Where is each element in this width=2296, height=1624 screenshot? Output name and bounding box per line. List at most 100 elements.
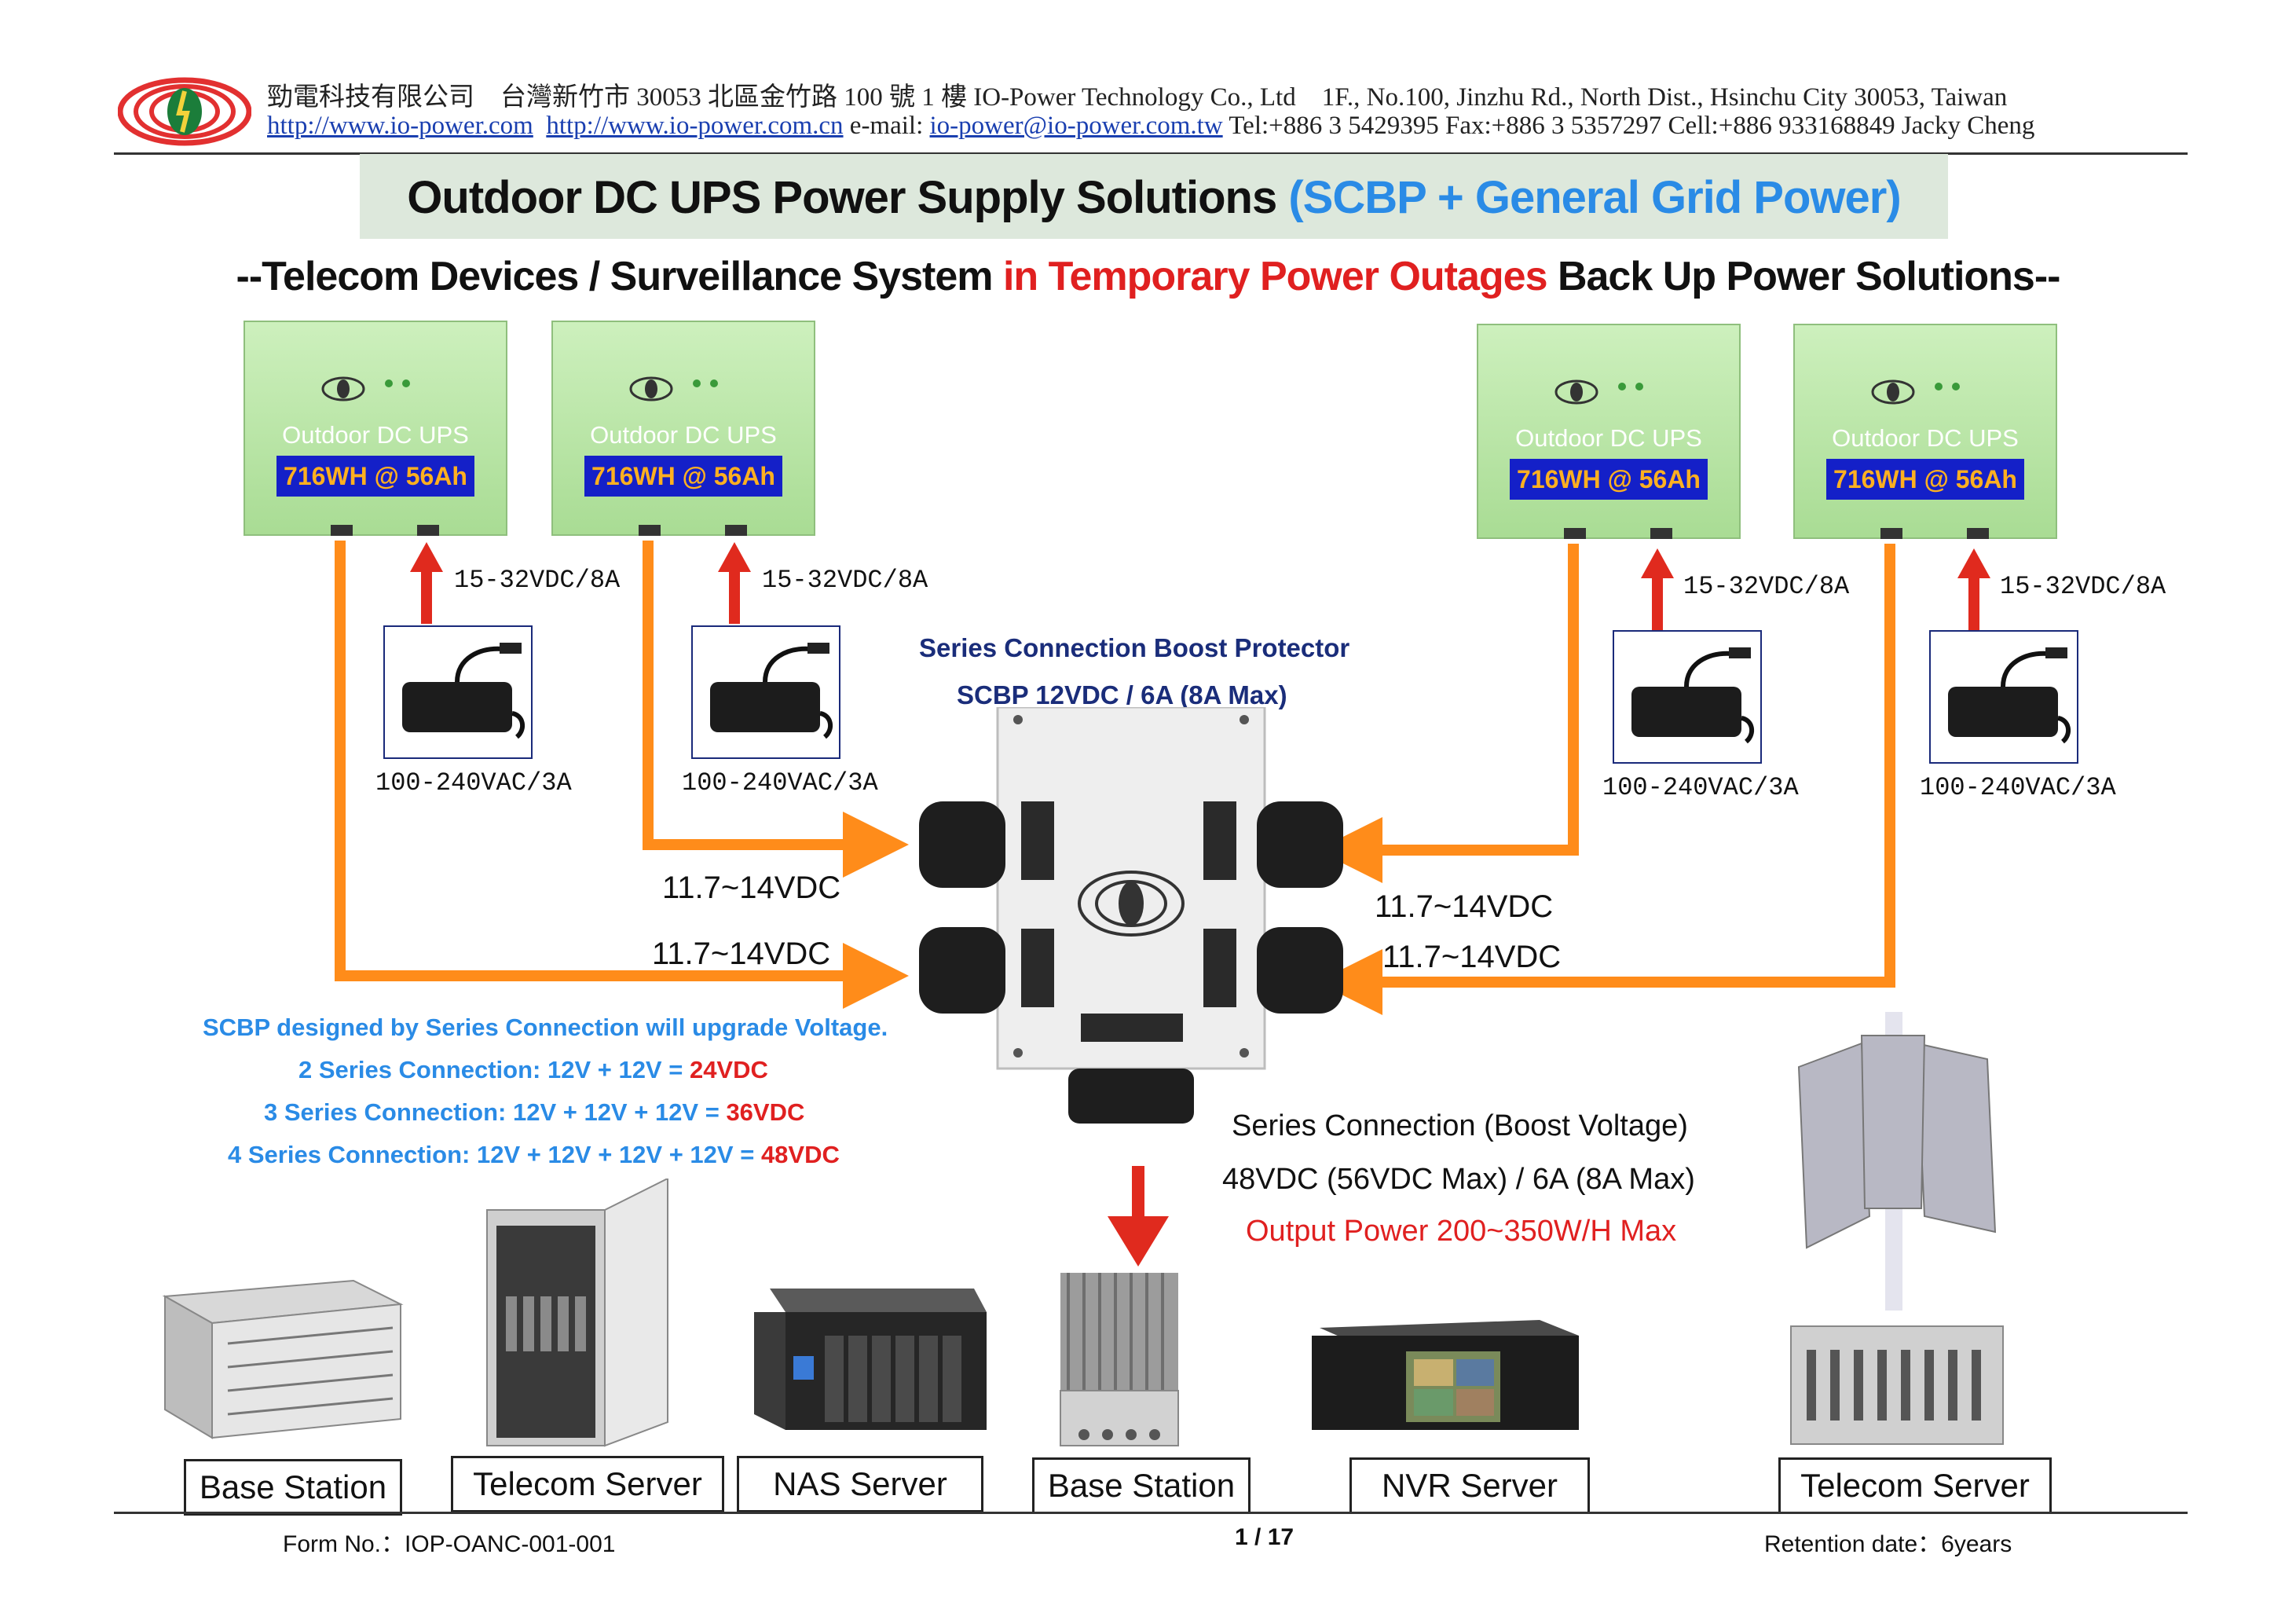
- page-title: Outdoor DC UPS Power Supply Solutions (S…: [360, 171, 1948, 224]
- ups-logo-icon: [321, 376, 410, 401]
- ups-label: Outdoor DC UPS: [590, 421, 777, 449]
- ups-label: Outdoor DC UPS: [1515, 424, 1702, 452]
- power-adapter-icon: [710, 643, 833, 739]
- scbp-name: Series Connection Boost Protector: [919, 633, 1350, 662]
- device-label-telecom-server-2: Telecom Server: [1778, 1457, 2052, 1514]
- ups-label: Outdoor DC UPS: [282, 421, 469, 449]
- output-info-line-3: Output Power 200~350W/H Max: [1246, 1215, 1677, 1248]
- page-subtitle: --Telecom Devices / Surveillance System …: [0, 253, 2296, 300]
- ups-input-port: [417, 525, 439, 536]
- ups-input-port: [1967, 528, 1989, 539]
- ups-capacity: 716WH @ 56Ah: [1826, 459, 2024, 500]
- outdoor-base-station-image: [1060, 1273, 1179, 1446]
- ups-output-port: [1564, 528, 1586, 539]
- series-result: 48VDC: [760, 1141, 840, 1168]
- device-label-base-station-1: Base Station: [184, 1459, 402, 1516]
- wire-ups3: [1316, 544, 1579, 883]
- series-info-line-2: 2 Series Connection: 12V + 12V = 24VDC: [298, 1056, 768, 1084]
- series-info-line-4: 4 Series Connection: 12V + 12V + 12V + 1…: [228, 1141, 840, 1169]
- series-formula: 2 Series Connection: 12V + 12V =: [298, 1056, 683, 1083]
- wire-ups2: [643, 541, 909, 878]
- adapter-input-spec-4: 100-240VAC/3A: [1920, 773, 2116, 802]
- ups-label: Outdoor DC UPS: [1832, 424, 2019, 452]
- base-station-rack-image: [162, 1279, 404, 1439]
- input-voltage-label-1: 11.7~14VDC: [662, 871, 841, 905]
- series-result: 24VDC: [689, 1056, 768, 1083]
- power-adapter-1: [383, 625, 533, 759]
- device-label-base-station-2: Base Station: [1032, 1457, 1251, 1514]
- retention-date: Retention date：6years: [1764, 1531, 2012, 1557]
- nvr-server-image: [1312, 1320, 1579, 1430]
- email-link[interactable]: io-power@io-power.com.tw: [929, 112, 1223, 140]
- wire-ups1: [335, 541, 909, 1009]
- series-formula: 3 Series Connection: 12V + 12V + 12V =: [264, 1098, 720, 1126]
- series-info-line-1: SCBP designed by Series Connection will …: [203, 1014, 888, 1041]
- adapter-input-spec-2: 100-240VAC/3A: [682, 768, 878, 797]
- page-number: 1 / 17: [1235, 1524, 1294, 1550]
- input-voltage-label-4: 11.7~14VDC: [1382, 940, 1562, 974]
- ups-logo-icon: [1871, 379, 1960, 405]
- device-label-telecom-server-1: Telecom Server: [451, 1456, 724, 1512]
- company-name-cn: 勁電科技有限公司: [267, 83, 474, 112]
- adapter-input-spec-1: 100-240VAC/3A: [375, 768, 572, 797]
- wire-ups4: [1316, 544, 1895, 1015]
- footer-divider: [114, 1512, 2188, 1514]
- subtitle-part2: Back Up Power Solutions--: [1557, 254, 2061, 299]
- ups-capacity: 716WH @ 56Ah: [276, 456, 474, 497]
- adapter-input-spec-3: 100-240VAC/3A: [1602, 773, 1799, 802]
- form-number: Form No.：IOP-OANC-001-001: [283, 1531, 616, 1557]
- nas-server-image: [754, 1289, 987, 1430]
- ups-logo-icon: [629, 376, 718, 401]
- power-adapter-3: [1613, 630, 1762, 764]
- power-adapter-icon: [402, 643, 525, 739]
- series-formula: 4 Series Connection: 12V + 12V + 12V + 1…: [228, 1141, 755, 1168]
- scbp-device: [919, 707, 1343, 1124]
- series-info-line-3: 3 Series Connection: 12V + 12V + 12V = 3…: [264, 1098, 804, 1127]
- series-result: 36VDC: [726, 1098, 805, 1126]
- device-label-nvr-server: NVR Server: [1349, 1457, 1590, 1514]
- telecom-tower-image: [1790, 1012, 2004, 1445]
- website-link-cn[interactable]: http://www.io-power.com.cn: [546, 112, 844, 140]
- ups-unit-1: Outdoor DC UPS 716WH @ 56Ah: [244, 321, 507, 536]
- device-label-nas-server: NAS Server: [737, 1456, 983, 1512]
- ups-logo-icon: [1554, 379, 1643, 405]
- ups-input-port: [1650, 528, 1672, 539]
- adapter-output-spec-1: 15-32VDC/8A: [454, 566, 621, 595]
- ups-output-port: [639, 525, 661, 536]
- company-name-en: IO-Power Technology Co., Ltd: [973, 83, 1296, 112]
- ups-input-port: [725, 525, 747, 536]
- title-highlight: (SCBP + General Grid Power): [1288, 172, 1901, 223]
- contact-header-line: http://www.io-power.com http://www.io-po…: [267, 112, 2034, 141]
- power-adapter-icon: [1948, 647, 2071, 744]
- subtitle-highlight: in Temporary Power Outages: [1002, 254, 1548, 299]
- ups-output-port: [331, 525, 353, 536]
- power-adapter-icon: [1631, 647, 1755, 744]
- adapter-output-spec-3: 15-32VDC/8A: [1683, 572, 1850, 601]
- ups-output-port: [1880, 528, 1902, 539]
- ups-unit-2: Outdoor DC UPS 716WH @ 56Ah: [551, 321, 815, 536]
- telecom-cabinet-image: [486, 1179, 668, 1447]
- output-info-line-1: Series Connection (Boost Voltage): [1232, 1109, 1688, 1142]
- output-info-line-2: 48VDC (56VDC Max) / 6A (8A Max): [1222, 1163, 1695, 1196]
- email-label: e-mail:: [849, 112, 924, 140]
- subtitle-part1: --Telecom Devices / Surveillance System: [236, 254, 994, 299]
- company-header-line: 勁電科技有限公司 台灣新竹市 30053 北區金竹路 100 號 1 樓 IO-…: [267, 75, 2007, 113]
- ups-capacity: 716WH @ 56Ah: [1510, 459, 1708, 500]
- input-voltage-label-2: 11.7~14VDC: [652, 937, 831, 971]
- ups-unit-3: Outdoor DC UPS 716WH @ 56Ah: [1477, 324, 1741, 539]
- header-divider: [114, 152, 2188, 155]
- scbp-spec: SCBP 12VDC / 6A (8A Max): [957, 680, 1287, 709]
- title-main: Outdoor DC UPS Power Supply Solutions: [407, 172, 1277, 223]
- adapter-output-spec-2: 15-32VDC/8A: [762, 566, 928, 595]
- website-link-com[interactable]: http://www.io-power.com: [267, 112, 533, 140]
- title-banner: [360, 154, 1948, 239]
- address-en: 1F., No.100, Jinzhu Rd., North Dist., Hs…: [1321, 83, 2008, 112]
- contact-info: Tel:+886 3 5429395 Fax:+886 3 5357297 Ce…: [1229, 112, 2035, 140]
- adapter-output-spec-4: 15-32VDC/8A: [2000, 572, 2166, 601]
- ups-capacity: 716WH @ 56Ah: [584, 456, 782, 497]
- ups-unit-4: Outdoor DC UPS 716WH @ 56Ah: [1793, 324, 2057, 539]
- power-adapter-4: [1929, 630, 2078, 764]
- company-logo: [118, 77, 251, 146]
- input-voltage-label-3: 11.7~14VDC: [1375, 889, 1554, 924]
